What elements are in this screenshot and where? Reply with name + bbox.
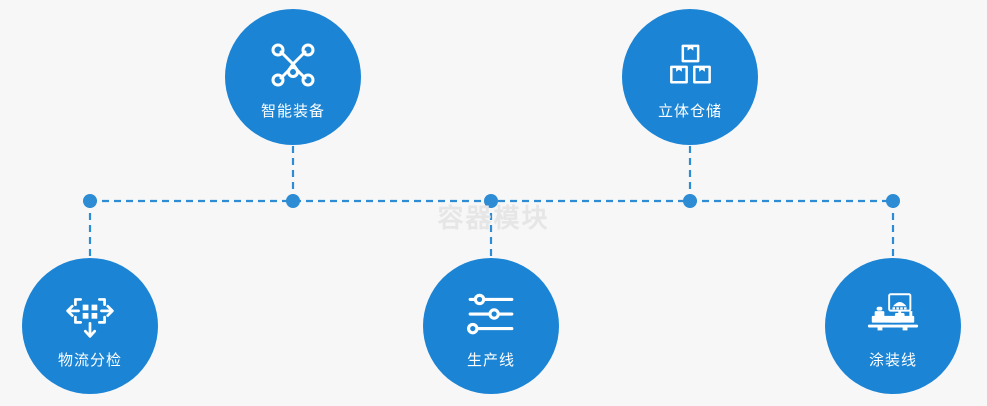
stacked-boxes-icon <box>663 38 717 92</box>
node-production-line[interactable]: 生产线 <box>423 258 559 394</box>
painting-machine-icon <box>866 287 920 341</box>
network-nodes-icon <box>266 38 320 92</box>
sliders-icon <box>464 287 518 341</box>
node-label: 涂装线 <box>868 350 917 369</box>
node-intelligent-equipment[interactable]: 智能装备 <box>225 9 361 145</box>
node-label: 智能装备 <box>260 101 325 120</box>
node-stereo-warehouse[interactable]: 立体仓储 <box>622 9 758 145</box>
node-painting-line[interactable]: 涂装线 <box>825 258 961 394</box>
node-logistics-sorting[interactable]: 物流分检 <box>22 258 158 394</box>
node-label: 物流分检 <box>57 350 122 369</box>
node-label: 生产线 <box>466 350 515 369</box>
node-label: 立体仓储 <box>657 101 722 120</box>
sorting-arrows-icon <box>63 287 117 341</box>
watermark-text: 容器模块 <box>437 204 550 234</box>
